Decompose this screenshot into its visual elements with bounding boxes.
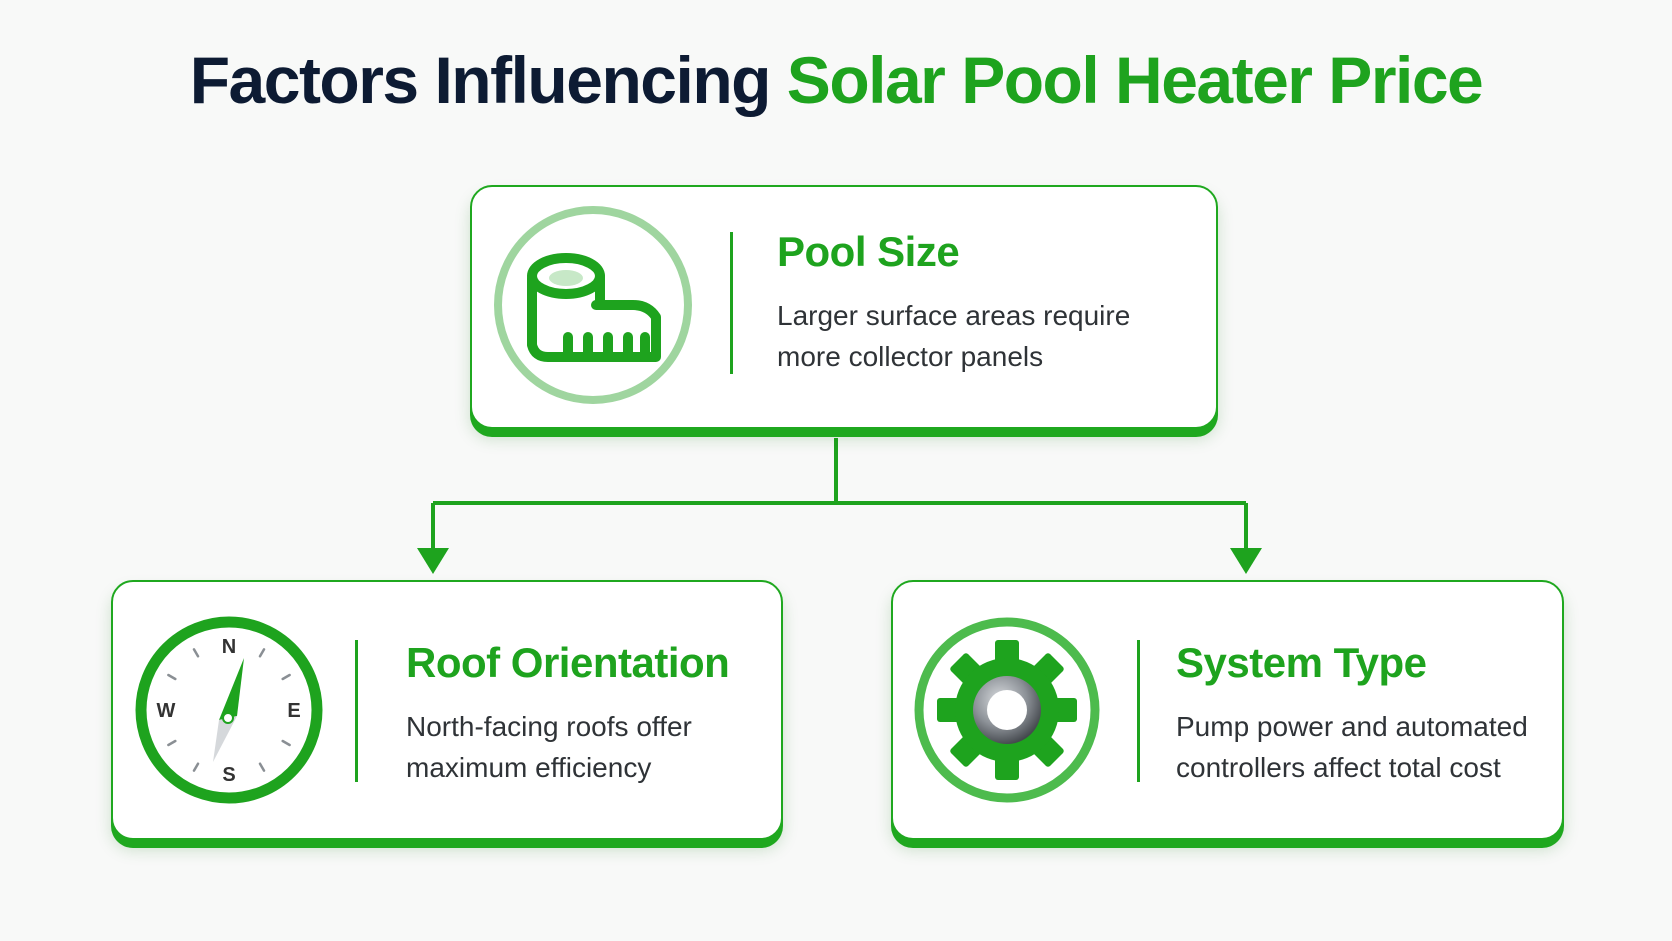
compass-icon: N S E W xyxy=(129,610,329,810)
card-title: Pool Size xyxy=(777,228,960,275)
card-description-line: more collector panels xyxy=(777,341,1044,372)
title-part-green: Solar Pool Heater Price xyxy=(786,43,1484,117)
card-title: Roof Orientation xyxy=(406,639,730,686)
compass-label-west: W xyxy=(157,700,176,722)
card-description-line: maximum efficiency xyxy=(406,752,652,783)
arrowhead-left xyxy=(417,548,449,574)
compass-label-east: E xyxy=(287,700,300,722)
card-system-type: System Type Pump power and automated con… xyxy=(891,580,1564,840)
arrowhead-right xyxy=(1230,548,1262,574)
card-description: Pump power and automated controllers aff… xyxy=(1176,706,1528,788)
card-description-line: North-facing roofs offer xyxy=(406,711,692,742)
card-description-line: Pump power and automated xyxy=(1176,711,1528,742)
gear-icon xyxy=(907,610,1107,810)
card-roof-orientation: N S E W Roof Orientation North-facing ro… xyxy=(111,580,783,840)
compass-label-north: N xyxy=(222,636,236,658)
card-description: Larger surface areas require more collec… xyxy=(777,295,1130,377)
card-description-line: controllers affect total cost xyxy=(1176,752,1501,783)
card-title: System Type xyxy=(1176,639,1427,686)
compass-needle-north xyxy=(219,658,244,720)
measuring-tape-icon xyxy=(493,205,693,405)
compass-needle-south xyxy=(213,716,237,762)
card-divider xyxy=(730,232,733,374)
page-title: Factors Influencing Solar Pool Heater Pr… xyxy=(0,40,1672,120)
title-part-dark: Factors Influencing xyxy=(189,43,772,117)
card-description-line: Larger surface areas require xyxy=(777,300,1131,331)
card-pool-size: Pool Size Larger surface areas require m… xyxy=(470,185,1218,429)
card-divider xyxy=(1137,640,1140,782)
card-divider xyxy=(355,640,358,782)
card-description: North-facing roofs offer maximum efficie… xyxy=(406,706,692,788)
compass-label-south: S xyxy=(222,764,235,786)
